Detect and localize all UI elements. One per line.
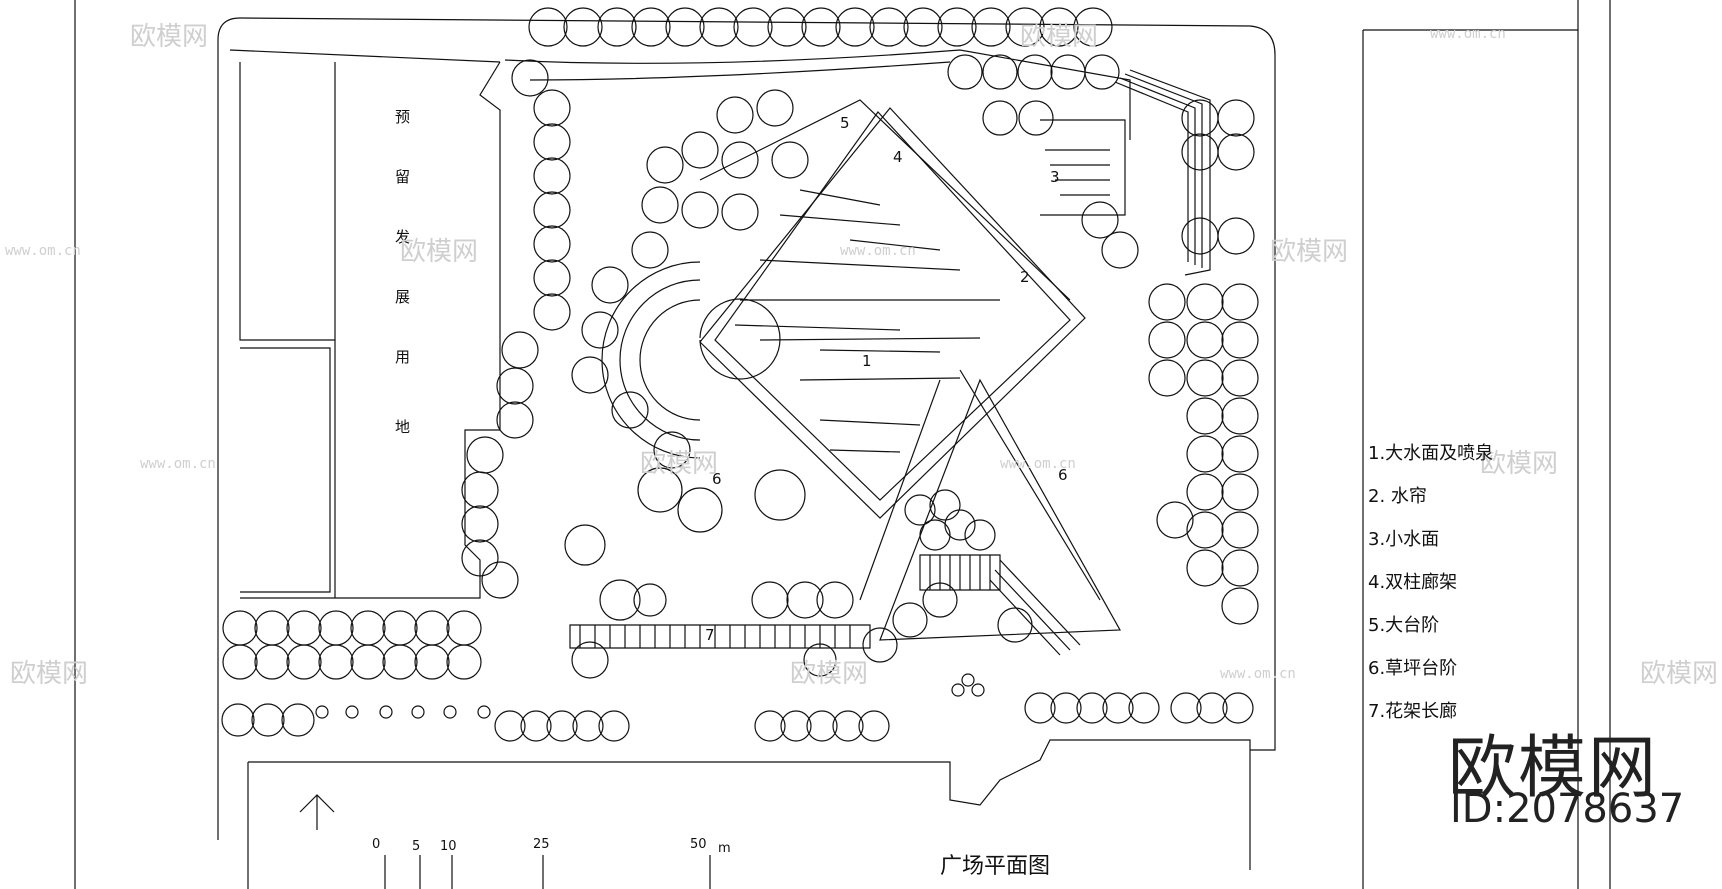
watermark-brand-5: 欧模网: [640, 449, 718, 479]
legend-item-5: 5.大台阶: [1368, 615, 1440, 636]
reserved-land-char-5: 用: [395, 348, 410, 366]
tree-cluster-inner: [564, 89, 1194, 679]
legend-item-1: 1.大水面及喷泉: [1368, 443, 1494, 464]
reserved-land-char-4: 展: [395, 288, 410, 306]
scale-unit: m: [718, 841, 731, 856]
area-label-2: 2: [1020, 268, 1030, 286]
watermark-brand-6: 欧模网: [1480, 449, 1558, 479]
reserved-land-char-3: 发: [395, 228, 410, 246]
legend-item-3: 3.小水面: [1368, 529, 1440, 550]
trellis-corridor: [569, 624, 871, 649]
scale-tick-50: 50: [690, 837, 707, 852]
watermark-url-4: www.om.cn: [140, 456, 216, 472]
watermark-brand-7: 欧模网: [10, 659, 88, 689]
scale-tick-10: 10: [440, 839, 457, 854]
model-id: ID:2078637: [1450, 786, 1685, 832]
area-label-1: 1: [862, 352, 872, 370]
area-label-6b: 6: [1058, 466, 1068, 484]
area-label-5: 5: [840, 114, 850, 132]
tree-row-north: [528, 7, 1120, 90]
tree-row-south: [494, 673, 1254, 742]
scale-tick-25: 25: [533, 837, 550, 852]
watermark-url-6: www.om.cn: [1220, 666, 1296, 682]
tree-block-southwest: [221, 610, 491, 737]
reserved-land-char-6: 地: [395, 418, 410, 436]
legend-item-2: 2. 水帘: [1368, 486, 1427, 507]
watermark-url-3: www.om.cn: [840, 243, 916, 259]
watermark-url-1: www.om.cn: [1430, 26, 1506, 42]
area-label-4: 4: [893, 148, 903, 166]
watermark-pattern: 欧模网 欧模网 欧模网 欧模网 欧模网 欧模网 欧模网 欧模网 欧模网 www.…: [5, 22, 1718, 689]
area-label-6a: 6: [712, 470, 722, 488]
site-boundary: [217, 17, 1276, 840]
watermark-url-5: www.om.cn: [1000, 456, 1076, 472]
legend-item-4: 4.双柱廊架: [1368, 572, 1458, 593]
legend: 1.大水面及喷泉 2. 水帘 3.小水面 4.双柱廊架 5.大台阶 6.草坪台阶…: [1368, 432, 1618, 733]
tree-columns-east: [1148, 99, 1259, 625]
reserved-land-char-1: 预: [395, 108, 410, 126]
reserved-land-char-2: 留: [395, 168, 410, 186]
watermark-brand-1: 欧模网: [130, 22, 208, 52]
watermark-brand-4: 欧模网: [1270, 237, 1348, 267]
watermark-brand-8: 欧模网: [790, 659, 868, 689]
tree-column-west: [461, 59, 571, 599]
area-label-3: 3: [1050, 168, 1060, 186]
reserved-land-label: 预 留 发 展 用 地: [395, 108, 410, 436]
area-label-7: 7: [705, 626, 715, 644]
drawing-title: 广场平面图: [940, 854, 1051, 879]
scale-tick-5: 5: [412, 839, 420, 854]
watermark-url-2: www.om.cn: [5, 243, 81, 259]
watermark-brand-9: 欧模网: [1640, 659, 1718, 689]
legend-item-6: 6.草坪台阶: [1368, 658, 1458, 679]
scale-tick-0: 0: [372, 837, 380, 852]
legend-item-7: 7.花架长廊: [1368, 701, 1458, 722]
brand-logo-text: 欧模网: [1448, 729, 1659, 808]
watermark-brand-2: 欧模网: [1020, 22, 1098, 52]
water-basin-outline: [714, 111, 1071, 501]
watermark-brand-3: 欧模网: [400, 237, 478, 267]
reserved-land-outline: [239, 61, 501, 599]
